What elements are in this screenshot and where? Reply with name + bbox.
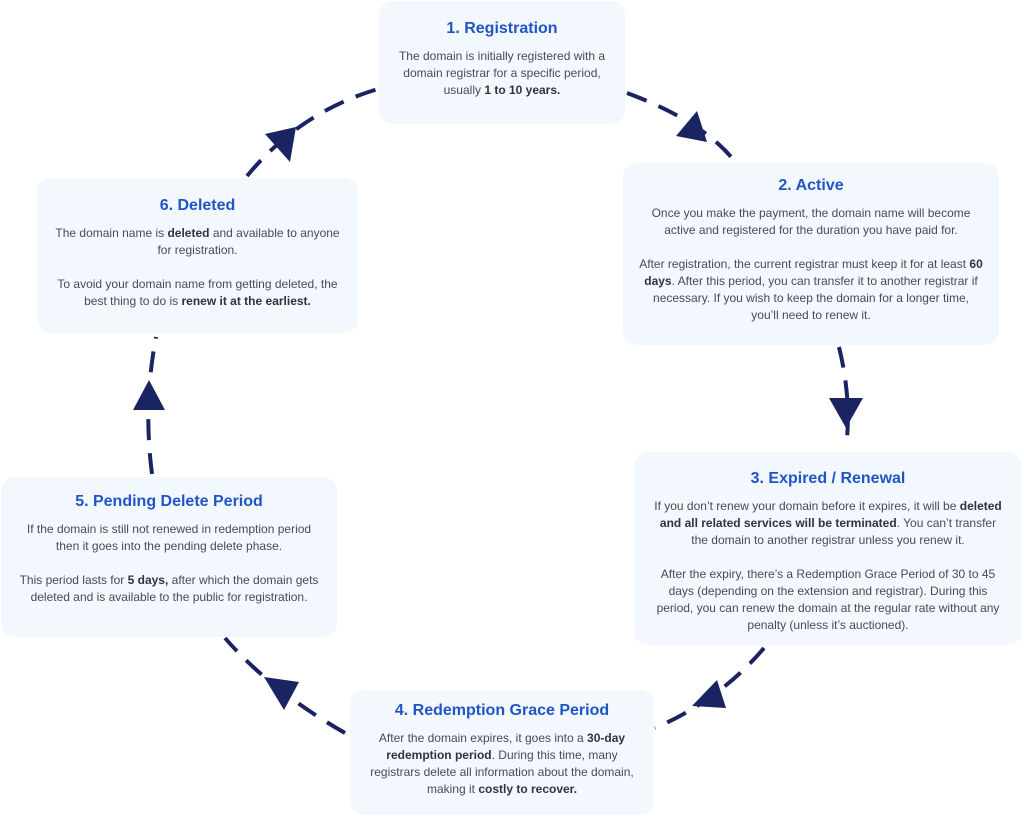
emphasis-text: renew it at the earliest. [181, 294, 311, 308]
arrowhead-redemption-to-pending-delete-icon [264, 677, 299, 710]
stage-deleted-card: 6. Deleted The domain name is deleted an… [37, 178, 358, 333]
body-text: after which the domain gets deleted and … [30, 573, 319, 604]
body-text: After registration, the current registra… [639, 257, 970, 271]
connector-registration-to-active [626, 91, 734, 160]
connector-active-to-expired [837, 346, 850, 449]
stage-description: If you don’t renew your domain before it… [652, 498, 1004, 634]
stage-expired-renewal-card: 3. Expired / Renewal If you don’t renew … [634, 452, 1022, 645]
body-text: The domain name is [55, 226, 168, 240]
body-text: . You can’t transfer the domain to anoth… [691, 516, 997, 547]
stage-title: 4. Redemption Grace Period [394, 702, 610, 719]
emphasis-text: deleted and all related services will be… [659, 499, 1002, 530]
stage-paragraph: Once you make the payment, the domain na… [639, 205, 983, 239]
body-text: Once you make the payment, the domain na… [651, 206, 971, 237]
stage-paragraph: If you don’t renew your domain before it… [652, 498, 1004, 549]
stage-paragraph: This period lasts for 5 days, after whic… [17, 572, 321, 606]
stage-paragraph: If the domain is still not renewed in re… [17, 521, 321, 555]
stage-description: The domain name is deleted and available… [51, 225, 344, 310]
stage-active-card: 2. Active Once you make the payment, the… [623, 163, 999, 345]
body-text: This period lasts for [19, 573, 128, 587]
stage-registration-card: 1. Registration The domain is initially … [379, 1, 625, 124]
emphasis-text: 30-day redemption period [386, 731, 626, 762]
emphasis-text: deleted [167, 226, 210, 240]
stage-paragraph: To avoid your domain name from getting d… [51, 276, 344, 310]
body-text: . During this time, many registrars dele… [370, 748, 634, 796]
emphasis-text: 1 to 10 years. [484, 83, 561, 97]
stage-title: 2. Active [778, 177, 844, 194]
arrowhead-expired-to-redemption-icon [692, 680, 726, 708]
arrowhead-registration-to-active-icon [676, 111, 707, 142]
stage-paragraph: After the expiry, there’s a Redemption G… [652, 566, 1004, 634]
stage-description: After the domain expires, it goes into a… [368, 730, 636, 798]
stage-title: 3. Expired / Renewal [750, 470, 906, 487]
arrowhead-active-to-expired-icon [829, 398, 863, 428]
body-text: and available to anyone for registration… [157, 226, 340, 257]
body-text: To avoid your domain name from getting d… [57, 277, 338, 308]
body-text: After the domain expires, it goes into a [378, 731, 588, 745]
body-text: After the expiry, there’s a Redemption G… [656, 567, 1000, 632]
arrowhead-pending-delete-to-deleted-icon [133, 380, 165, 410]
stage-paragraph: The domain is initially registered with … [393, 48, 611, 99]
stage-paragraph: The domain name is deleted and available… [51, 225, 344, 259]
arrowhead-deleted-to-registration-icon [265, 127, 296, 162]
emphasis-text: 60 days [644, 257, 983, 288]
body-text: If the domain is still not renewed in re… [26, 522, 312, 553]
body-text: If you don’t renew your domain before it… [654, 499, 960, 513]
stage-description: The domain is initially registered with … [393, 48, 611, 99]
stage-title: 6. Deleted [159, 197, 236, 214]
stage-title: 5. Pending Delete Period [75, 493, 263, 510]
body-text: . After this period, you can transfer it… [653, 274, 978, 322]
stage-description: If the domain is still not renewed in re… [17, 521, 321, 606]
connector-deleted-to-registration [245, 87, 379, 178]
connector-expired-to-redemption [654, 646, 766, 730]
emphasis-text: 5 days, [127, 573, 169, 587]
stage-title: 1. Registration [446, 20, 558, 37]
body-text: The domain is initially registered with … [398, 49, 606, 97]
emphasis-text: costly to recover. [478, 782, 578, 796]
stage-redemption-grace-period-card: 4. Redemption Grace Period After the dom… [350, 690, 654, 815]
stage-paragraph: After registration, the current registra… [639, 256, 983, 324]
stage-description: Once you make the payment, the domain na… [639, 205, 983, 324]
stage-paragraph: After the domain expires, it goes into a… [368, 730, 636, 798]
stage-pending-delete-period-card: 5. Pending Delete Period If the domain i… [1, 477, 337, 637]
